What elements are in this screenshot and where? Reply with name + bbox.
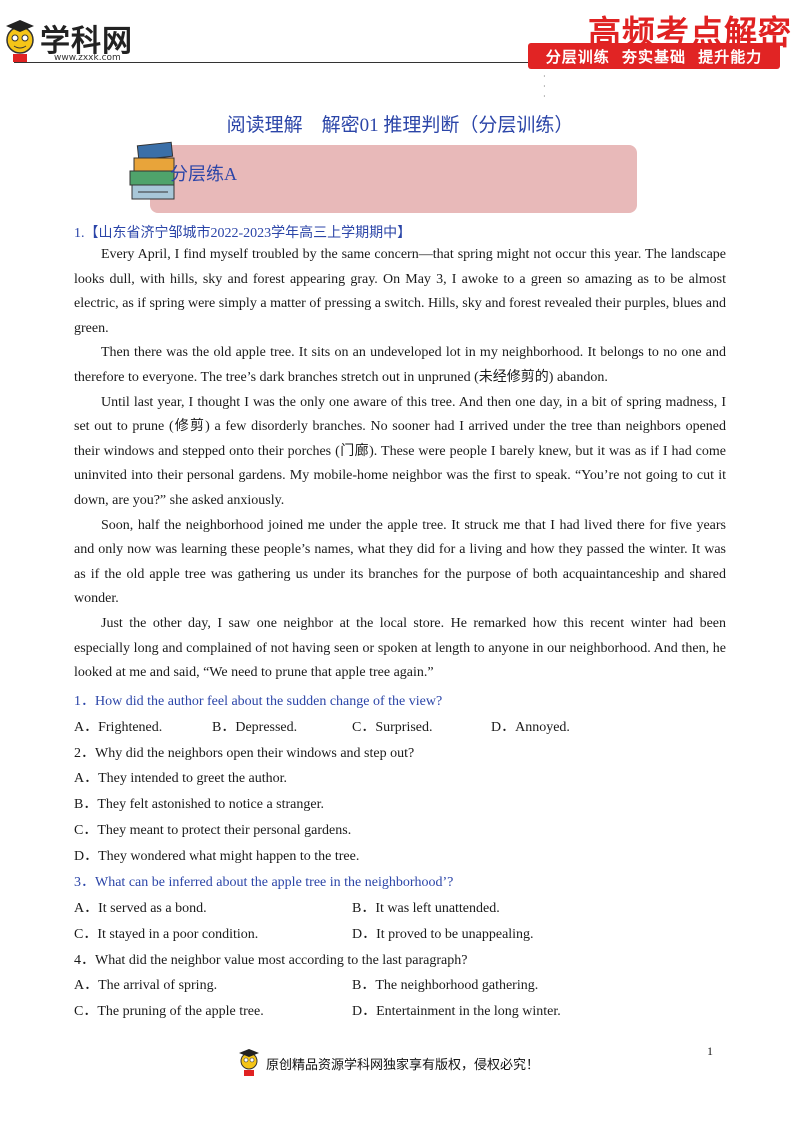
- option[interactable]: A．The arrival of spring.: [74, 978, 218, 993]
- section-label: 分层练A: [170, 164, 237, 184]
- option[interactable]: C．The pruning of the apple tree.: [74, 1004, 264, 1019]
- option[interactable]: D．It proved to be unappealing.: [352, 927, 534, 942]
- reading-passage: Every April, I find myself troubled by t…: [74, 243, 726, 686]
- option[interactable]: B．The neighborhood gathering.: [352, 978, 539, 993]
- paragraph: Just the other day, I saw one neighbor a…: [74, 615, 726, 681]
- section-banner: [150, 145, 637, 213]
- option[interactable]: B．It was left unattended.: [352, 901, 500, 916]
- option[interactable]: A．They intended to greet the author.: [74, 771, 288, 786]
- option[interactable]: C．Surprised.: [352, 720, 433, 735]
- option[interactable]: D．Entertainment in the long winter.: [352, 1004, 561, 1019]
- brand-banner: 分层训练 夯实基础 提升能力: [528, 43, 780, 69]
- question-stem: 2．Why did the neighbors open their windo…: [74, 746, 415, 761]
- dots-decoration: ···: [543, 72, 546, 101]
- paragraph: Until last year, I thought I was the onl…: [74, 394, 726, 508]
- site-logo[interactable]: 学科网 www.zxxk.com: [2, 10, 152, 66]
- option[interactable]: A．Frightened.: [74, 720, 163, 735]
- question-stem: 4．What did the neighbor value most accor…: [74, 953, 468, 968]
- logo-url: www.zxxk.com: [54, 53, 121, 63]
- option[interactable]: A．It served as a bond.: [74, 901, 207, 916]
- brand-tags: 分层训练 夯实基础 提升能力: [545, 48, 763, 66]
- option[interactable]: C．It stayed in a poor condition.: [74, 927, 259, 942]
- option[interactable]: D．Annoyed.: [491, 720, 570, 735]
- books-icon: [129, 141, 175, 200]
- mascot-icon: [6, 20, 34, 62]
- question-stem: 3．What can be inferred about the apple t…: [74, 875, 454, 890]
- question-stem: 1．How did the author feel about the sudd…: [74, 694, 443, 709]
- header-divider: [14, 62, 529, 63]
- paragraph: Soon, half the neighborhood joined me un…: [74, 517, 726, 607]
- paragraph: Then there was the old apple tree. It si…: [74, 345, 726, 385]
- option[interactable]: D．They wondered what might happen to the…: [74, 849, 360, 864]
- option[interactable]: B．Depressed.: [212, 720, 298, 735]
- question-source: 1.【山东省济宁邹城市2022-2023学年高三上学期期中】: [74, 226, 412, 241]
- page-number: 1: [707, 1044, 713, 1058]
- mascot-icon: [239, 1049, 259, 1076]
- document-title: 阅读理解 解密01 推理判断（分层训练）: [226, 115, 574, 136]
- logo-text: 学科网: [40, 24, 133, 59]
- option[interactable]: C．They meant to protect their personal g…: [74, 823, 352, 838]
- copyright-notice: 原创精品资源学科网独家享有版权，侵权必究！: [266, 1057, 540, 1072]
- paragraph: Every April, I find myself troubled by t…: [74, 247, 726, 336]
- option[interactable]: B．They felt astonished to notice a stran…: [74, 797, 324, 812]
